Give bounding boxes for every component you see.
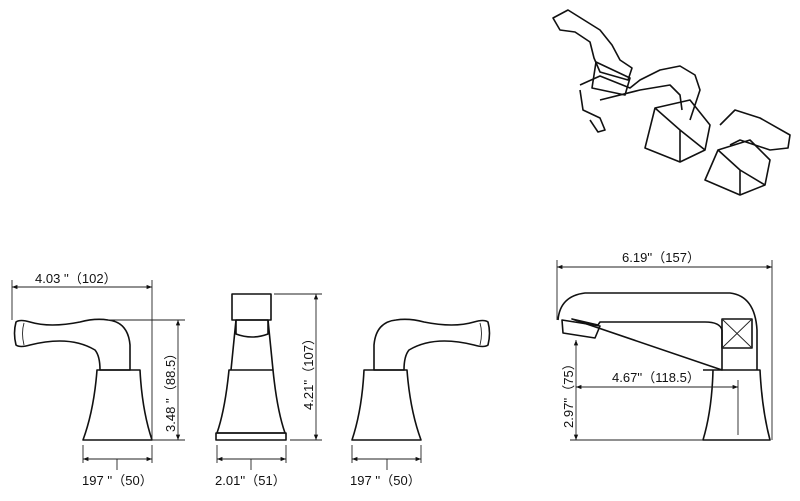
front-view-height-label: 4.21''（107） [301, 332, 316, 410]
front-view-base-label: 2.01''（51） [215, 473, 286, 488]
spout-reach-label: 4.67''（118.5） [612, 370, 700, 385]
spout-length-label: 6.19''（157） [622, 250, 700, 265]
right-handle-base-label: 197 ''（50） [350, 473, 421, 488]
faucet-isometric-view [552, 9, 791, 196]
left-handle-width-label: 4.03 ''（102） [35, 271, 117, 286]
left-handle-side-view: 4.03 ''（102） 3.48 ''（88.5） 197 ''（50） [11, 271, 185, 488]
spout-side-view: 6.19''（157） 2.97''（75） 4.67''（118.5） [556, 250, 773, 441]
spout-height-label: 2.97''（75） [561, 357, 576, 428]
left-handle-height-label: 3.48 ''（88.5） [163, 347, 178, 432]
left-handle-base-label: 197 ''（50） [82, 473, 153, 488]
faucet-front-view: 4.21''（107） 2.01''（51） [215, 293, 322, 488]
right-handle-side-view: 197 ''（50） [350, 318, 491, 488]
